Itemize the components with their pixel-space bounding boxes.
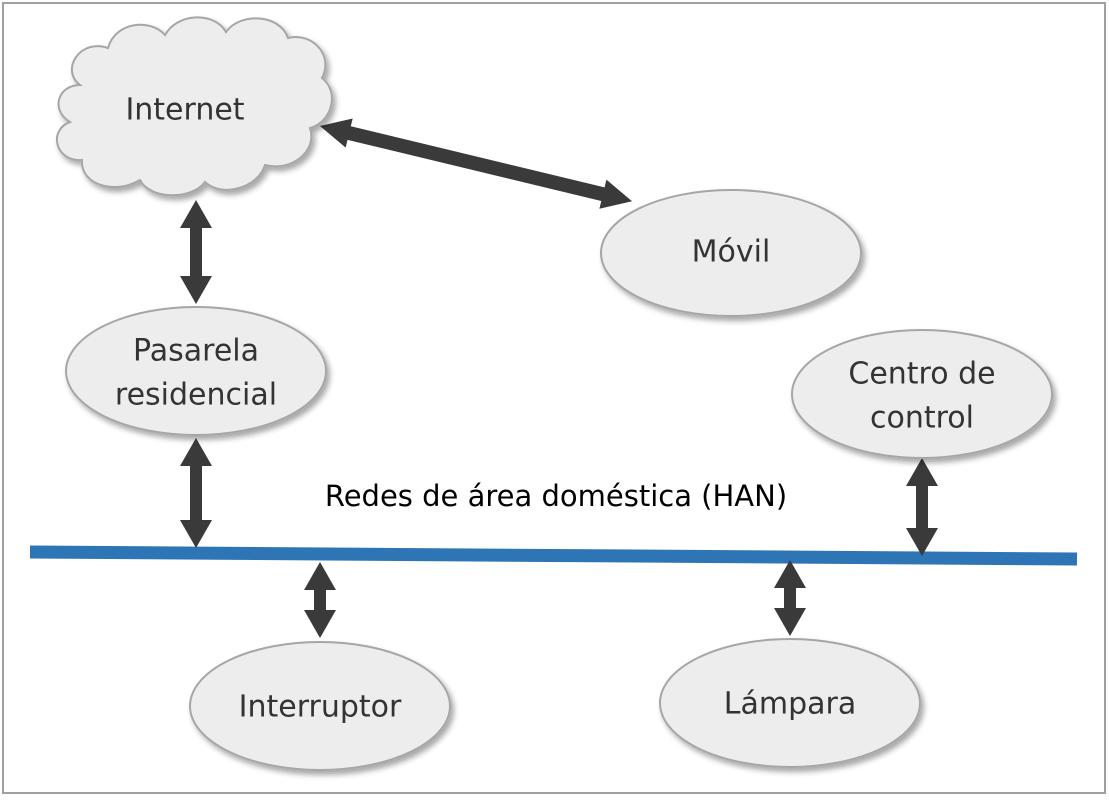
lampara-node: Lámpara <box>659 638 921 768</box>
pasarela-label-line2: residencial <box>115 378 277 413</box>
centro-label-line1: Centro de <box>848 357 995 392</box>
centro-ellipse <box>791 329 1053 459</box>
interruptor-ellipse <box>189 641 451 771</box>
han-bus-line <box>29 545 1078 566</box>
lampara-label: Lámpara <box>724 687 856 722</box>
movil-label: Móvil <box>692 235 771 270</box>
internet-node <box>55 16 333 197</box>
arrow-pasarela-bus <box>180 438 212 548</box>
centro-node: Centro de control <box>791 329 1053 459</box>
pasarela-node: Pasarela residencial <box>65 306 327 436</box>
interruptor-node: Interruptor <box>189 641 451 771</box>
movil-ellipse <box>600 189 862 317</box>
centro-label-line2: control <box>870 401 974 436</box>
pasarela-label-line1: Pasarela <box>133 334 259 369</box>
han-bus-label: Redes de área doméstica (HAN) <box>325 479 787 513</box>
arrow-internet-movil <box>320 118 633 209</box>
pasarela-ellipse <box>65 306 327 436</box>
arrow-bus-interruptor <box>304 562 336 638</box>
arrow-bus-lampara <box>774 560 806 636</box>
interruptor-label: Interruptor <box>239 690 402 725</box>
movil-node: Móvil <box>600 189 862 317</box>
arrow-internet-pasarela <box>180 200 212 304</box>
lampara-ellipse <box>659 638 921 768</box>
cloud-shape <box>55 16 333 197</box>
internet-label: Internet <box>125 93 244 128</box>
arrow-centro-bus <box>906 458 938 556</box>
